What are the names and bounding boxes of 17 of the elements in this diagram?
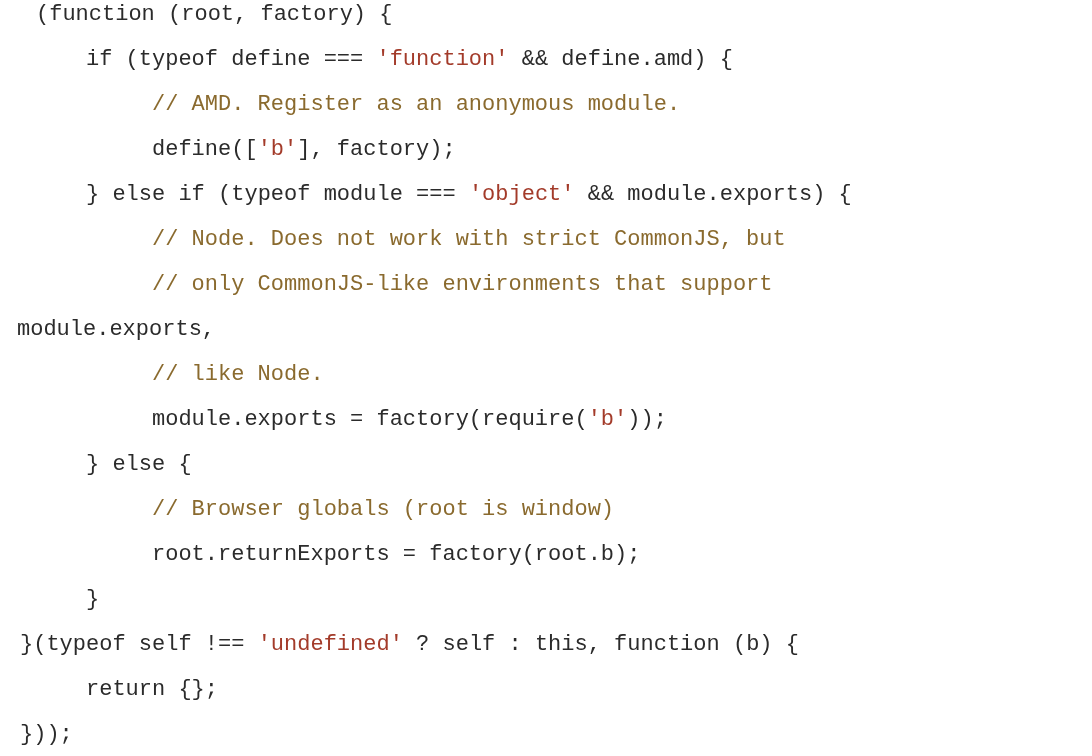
code-comment: // only CommonJS-like environments that support — [152, 271, 773, 299]
code-line: } else { — [86, 451, 192, 479]
code-line: }(typeof self !== 'undefined' ? self : this, function (b) { — [20, 631, 799, 659]
code-comment: // AMD. Register as an anonymous module. — [152, 91, 681, 119]
code-line: module.exports = factory(require('b')); — [152, 406, 667, 434]
code-comment: // Node. Does not work with strict CommonJS, but — [152, 226, 786, 254]
code-line: } — [86, 586, 100, 614]
code-line: if (typeof define === 'function' && define.amd) { — [86, 46, 733, 74]
code-line: (function (root, factory) { — [36, 1, 393, 29]
code-line: root.returnExports = factory(root.b); — [152, 541, 641, 569]
code-comment: // like Node. — [152, 361, 324, 389]
code-line: } else if (typeof module === 'object' && module.exports) { — [86, 181, 852, 209]
code-comment: // Browser globals (root is window) — [152, 496, 615, 524]
code-line: define(['b'], factory); — [152, 136, 456, 164]
code-line: })); — [20, 721, 73, 749]
code-line: module.exports, — [17, 316, 216, 344]
code-line: return {}; — [86, 676, 219, 704]
